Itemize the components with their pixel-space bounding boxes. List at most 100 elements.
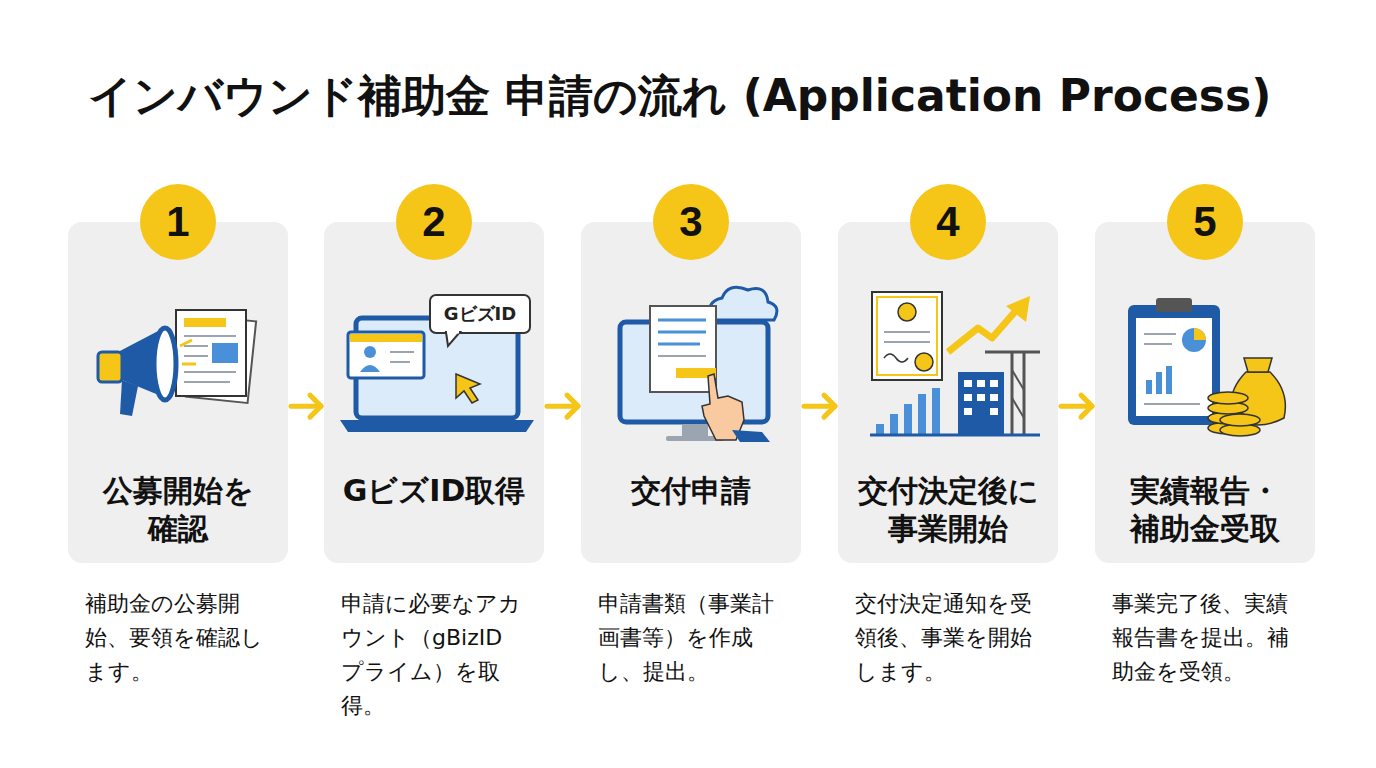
illustration-part — [1166, 366, 1172, 394]
illustration-part — [1144, 333, 1176, 335]
illustration-part — [350, 334, 422, 342]
illustration-part — [650, 306, 716, 392]
illustration-part — [1194, 328, 1206, 340]
illustration-part — [356, 318, 518, 418]
illustration-part — [877, 297, 937, 375]
step-number-circle: 1 — [140, 184, 216, 260]
diagram-title: インバウンド補助金 申請の流れ (Application Process) — [88, 68, 1271, 124]
step-number: 2 — [422, 201, 445, 243]
illustration-part — [390, 351, 414, 353]
flow-arrow — [1061, 395, 1092, 417]
illustration-part — [990, 408, 998, 415]
illustration-part — [890, 414, 898, 434]
illustration-part — [1182, 328, 1206, 352]
illustration-part — [682, 424, 708, 436]
illustration-part — [1156, 372, 1162, 394]
arrow-head — [567, 395, 578, 417]
illustration-part — [918, 394, 926, 434]
title-text: インバウンド補助金 申請の流れ (Application Process) — [88, 70, 1271, 121]
arrow-shaft — [291, 404, 321, 409]
illustration-part — [1146, 380, 1152, 394]
step-heading: 交付申請 — [591, 472, 791, 510]
illustration-part — [98, 352, 122, 382]
arrow-head — [310, 395, 321, 417]
megaphone-icon — [98, 310, 256, 416]
illustration-part — [870, 434, 1040, 437]
illustration-part — [184, 335, 236, 337]
illustration-part — [948, 306, 1020, 352]
step-description: 交付決定通知を受領後、事業を開始します。 — [855, 587, 1035, 689]
step-description: 補助金の公募開始、要領を確認します。 — [85, 587, 265, 689]
illustration-part — [184, 355, 208, 357]
step-description: 申請に必要なアカウント（gBizIDプライム）を取得。 — [341, 587, 521, 723]
step-description: 事業完了後、実績報告書を提出。補助金を受領。 — [1112, 587, 1292, 689]
illustration-part — [990, 394, 998, 401]
flow-arrow — [804, 395, 835, 417]
illustration-part — [154, 328, 176, 400]
illustration-part — [1006, 296, 1030, 322]
illustration-part — [990, 380, 998, 387]
illustration-part — [732, 430, 770, 442]
illustration-part — [186, 315, 256, 403]
illustration-part — [884, 331, 930, 333]
step-number: 5 — [1193, 201, 1216, 243]
illustration-part — [212, 343, 238, 363]
growth-icon — [870, 292, 1040, 435]
illustration-part — [1011, 352, 1014, 434]
step-card: 交付決定後に事業開始交付決定通知を受領後、事業を開始します。4 — [838, 222, 1058, 563]
illustration-part — [1144, 403, 1200, 405]
illustration-part — [898, 303, 916, 321]
illustration-part — [620, 322, 768, 422]
monitor-icon — [620, 287, 777, 442]
illustration-part — [658, 343, 700, 346]
illustration-part — [904, 404, 912, 434]
illustration-part — [1144, 343, 1172, 345]
illustration-part — [184, 371, 236, 373]
illustration-part — [364, 346, 376, 358]
illustration-part — [884, 341, 930, 343]
illustration-part — [184, 345, 208, 347]
illustration-part — [1208, 402, 1248, 414]
step-heading: 実績報告・補助金受取 — [1120, 472, 1290, 548]
illustration-part — [1023, 352, 1026, 434]
illustration-part — [1128, 305, 1220, 425]
illustration-part — [876, 424, 884, 434]
illustration-part — [1156, 298, 1192, 312]
step-heading: GビズID取得 — [334, 472, 534, 510]
illustration-part — [120, 380, 138, 416]
arrow-shaft — [1061, 404, 1092, 409]
arrow-shaft — [804, 404, 835, 409]
illustration-part — [1220, 424, 1260, 436]
flow-arrow — [547, 395, 578, 417]
step-number-circle: 3 — [653, 184, 729, 260]
illustration-part — [964, 380, 972, 387]
step-card: GビズID取得申請に必要なアカウント（gBizIDプライム）を取得。2 — [324, 222, 544, 563]
illustration-part — [977, 394, 985, 401]
illustration-part — [446, 332, 460, 346]
illustration-part — [430, 295, 530, 333]
illustration-part — [658, 331, 706, 334]
step-heading: 公募開始を確認 — [96, 472, 261, 548]
illustration-part — [1012, 398, 1024, 418]
illustration-part — [348, 332, 424, 378]
illustration-part — [1208, 422, 1248, 434]
step-number-circle: 2 — [396, 184, 472, 260]
illustration-part — [872, 292, 942, 380]
step-card: 公募開始を確認補助金の公募開始、要領を確認します。1 — [68, 222, 288, 563]
illustration-part — [702, 374, 744, 440]
laptop-icon — [340, 295, 534, 432]
illustration-part — [658, 355, 706, 357]
illustration-part — [176, 310, 246, 396]
illustration-part — [184, 381, 230, 383]
illustration-part — [985, 351, 1040, 354]
illustration-part — [1012, 370, 1024, 390]
illustration-part — [958, 372, 1004, 434]
illustration-part — [184, 318, 226, 327]
illustration-part — [340, 420, 534, 432]
illustration-part — [118, 330, 166, 398]
illustration-part — [180, 340, 192, 346]
illustration-part — [1208, 392, 1248, 404]
step-card: 実績報告・補助金受取事業完了後、実績報告書を提出。補助金を受領。5 — [1095, 222, 1315, 563]
step-heading: 交付決定後に事業開始 — [851, 472, 1046, 548]
